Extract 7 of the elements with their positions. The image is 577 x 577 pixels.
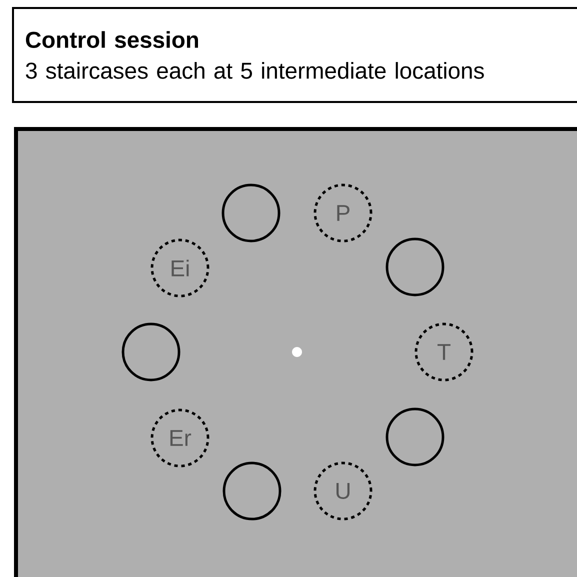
solid-circle (386, 408, 444, 466)
solid-circle (222, 184, 280, 242)
solid-circle (386, 238, 444, 296)
heading-box: Control session 3 staircases each at 5 intermediate locations (12, 7, 577, 103)
display-panel (14, 127, 577, 577)
solid-circle (122, 322, 180, 382)
solid-circle (222, 462, 282, 520)
